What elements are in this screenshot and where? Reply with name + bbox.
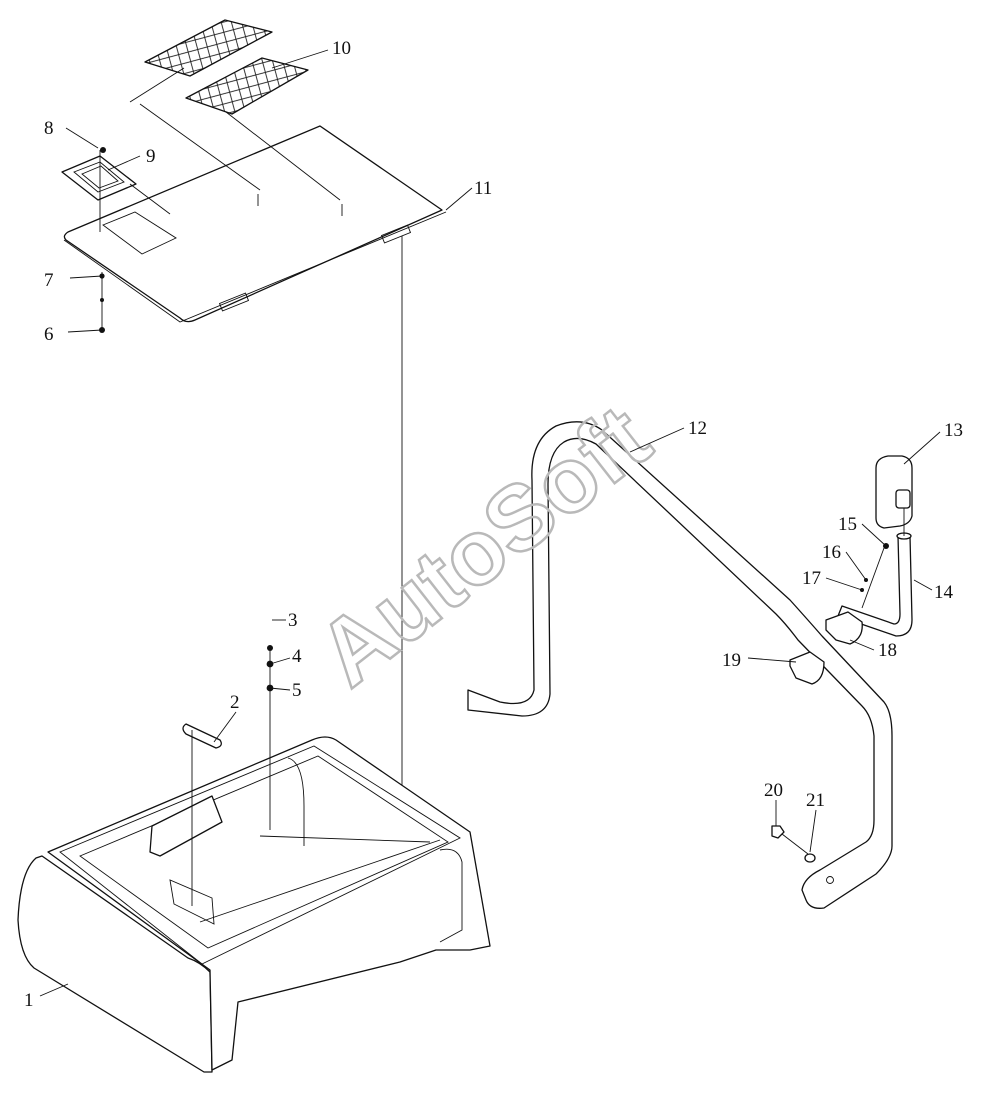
callout-14: 14 — [934, 582, 954, 603]
mirror-assembly — [837, 455, 913, 637]
callout-5: 5 — [292, 680, 302, 701]
watermark-text: AutoSoft — [300, 386, 669, 705]
callout-10: 10 — [332, 38, 351, 59]
mat-parts — [144, 19, 309, 115]
callout-21: 21 — [806, 790, 825, 811]
callout-6: 6 — [44, 324, 54, 345]
callout-17: 17 — [802, 568, 821, 589]
callout-8: 8 — [44, 118, 54, 139]
callout-19: 19 — [722, 650, 741, 671]
clamps — [789, 543, 889, 685]
hatch-part — [61, 150, 171, 232]
callout-12: 12 — [688, 418, 707, 439]
callout-leaders — [39, 49, 941, 997]
callout-18: 18 — [878, 640, 897, 661]
battery-box — [17, 736, 491, 1073]
lid-panel — [63, 125, 447, 323]
rail-fasteners — [771, 825, 816, 863]
callout-16: 16 — [822, 542, 841, 563]
callout-4: 4 — [292, 646, 302, 667]
callout-2: 2 — [230, 692, 240, 713]
callout-20: 20 — [764, 780, 783, 801]
callout-11: 11 — [474, 178, 492, 199]
callout-3: 3 — [288, 610, 298, 631]
callout-15: 15 — [838, 514, 857, 535]
box-small-parts — [182, 645, 274, 906]
callout-1: 1 — [24, 990, 34, 1011]
callout-13: 13 — [944, 420, 963, 441]
callout-9: 9 — [146, 146, 156, 167]
handrail — [467, 421, 893, 909]
callout-labels: 1 2 3 4 5 6 7 8 9 10 11 12 13 14 15 16 1… — [24, 38, 963, 1011]
callout-7: 7 — [44, 270, 54, 291]
